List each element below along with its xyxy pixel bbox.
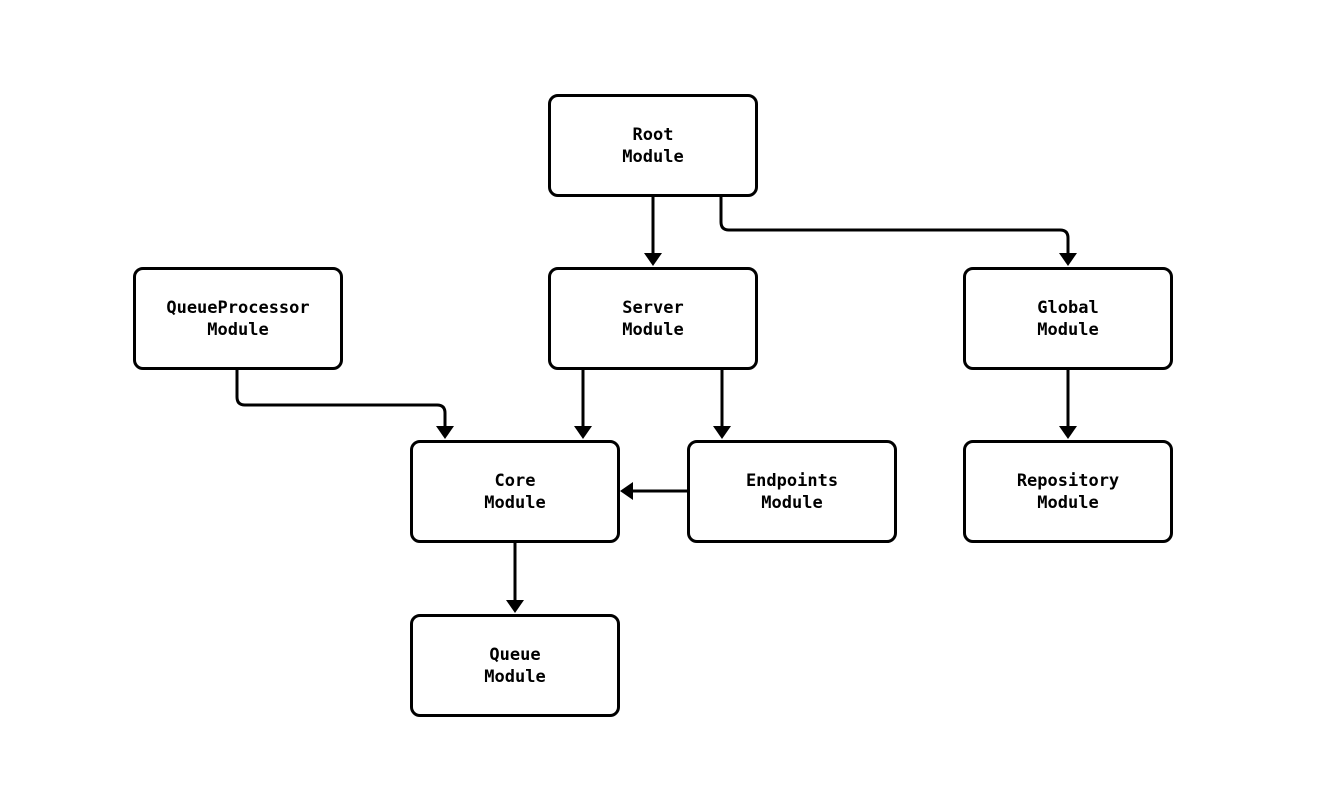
- arrowhead-queueprocessor-core: [436, 426, 454, 439]
- arrowhead-root-global: [1059, 253, 1077, 266]
- node-label-root: Root Module: [622, 124, 684, 167]
- edge-queueprocessor-core: [235, 370, 447, 429]
- node-label-server: Server Module: [622, 297, 684, 340]
- node-queue[interactable]: Queue Module: [410, 614, 620, 717]
- arrowhead-server-core: [574, 426, 592, 439]
- node-label-global: Global Module: [1037, 297, 1099, 340]
- node-label-queue: Queue Module: [484, 644, 546, 687]
- node-label-repository: Repository Module: [1016, 470, 1120, 513]
- arrowhead-core-queue: [506, 600, 524, 613]
- node-queueprocessor[interactable]: QueueProcessor Module: [133, 267, 343, 370]
- node-server[interactable]: Server Module: [548, 267, 758, 370]
- node-label-queueprocessor: QueueProcessor Module: [166, 297, 310, 340]
- arrowhead-global-repository: [1059, 426, 1077, 439]
- node-root[interactable]: Root Module: [548, 94, 758, 197]
- node-endpoints[interactable]: Endpoints Module: [687, 440, 897, 543]
- node-core[interactable]: Core Module: [410, 440, 620, 543]
- node-repository[interactable]: Repository Module: [963, 440, 1173, 543]
- node-label-endpoints: Endpoints Module: [745, 470, 839, 513]
- edge-root-global: [719, 197, 1070, 256]
- arrowhead-server-endpoints: [713, 426, 731, 439]
- node-global[interactable]: Global Module: [963, 267, 1173, 370]
- arrowhead-endpoints-core: [620, 482, 633, 500]
- node-label-core: Core Module: [484, 470, 546, 513]
- arrowhead-root-server: [644, 253, 662, 266]
